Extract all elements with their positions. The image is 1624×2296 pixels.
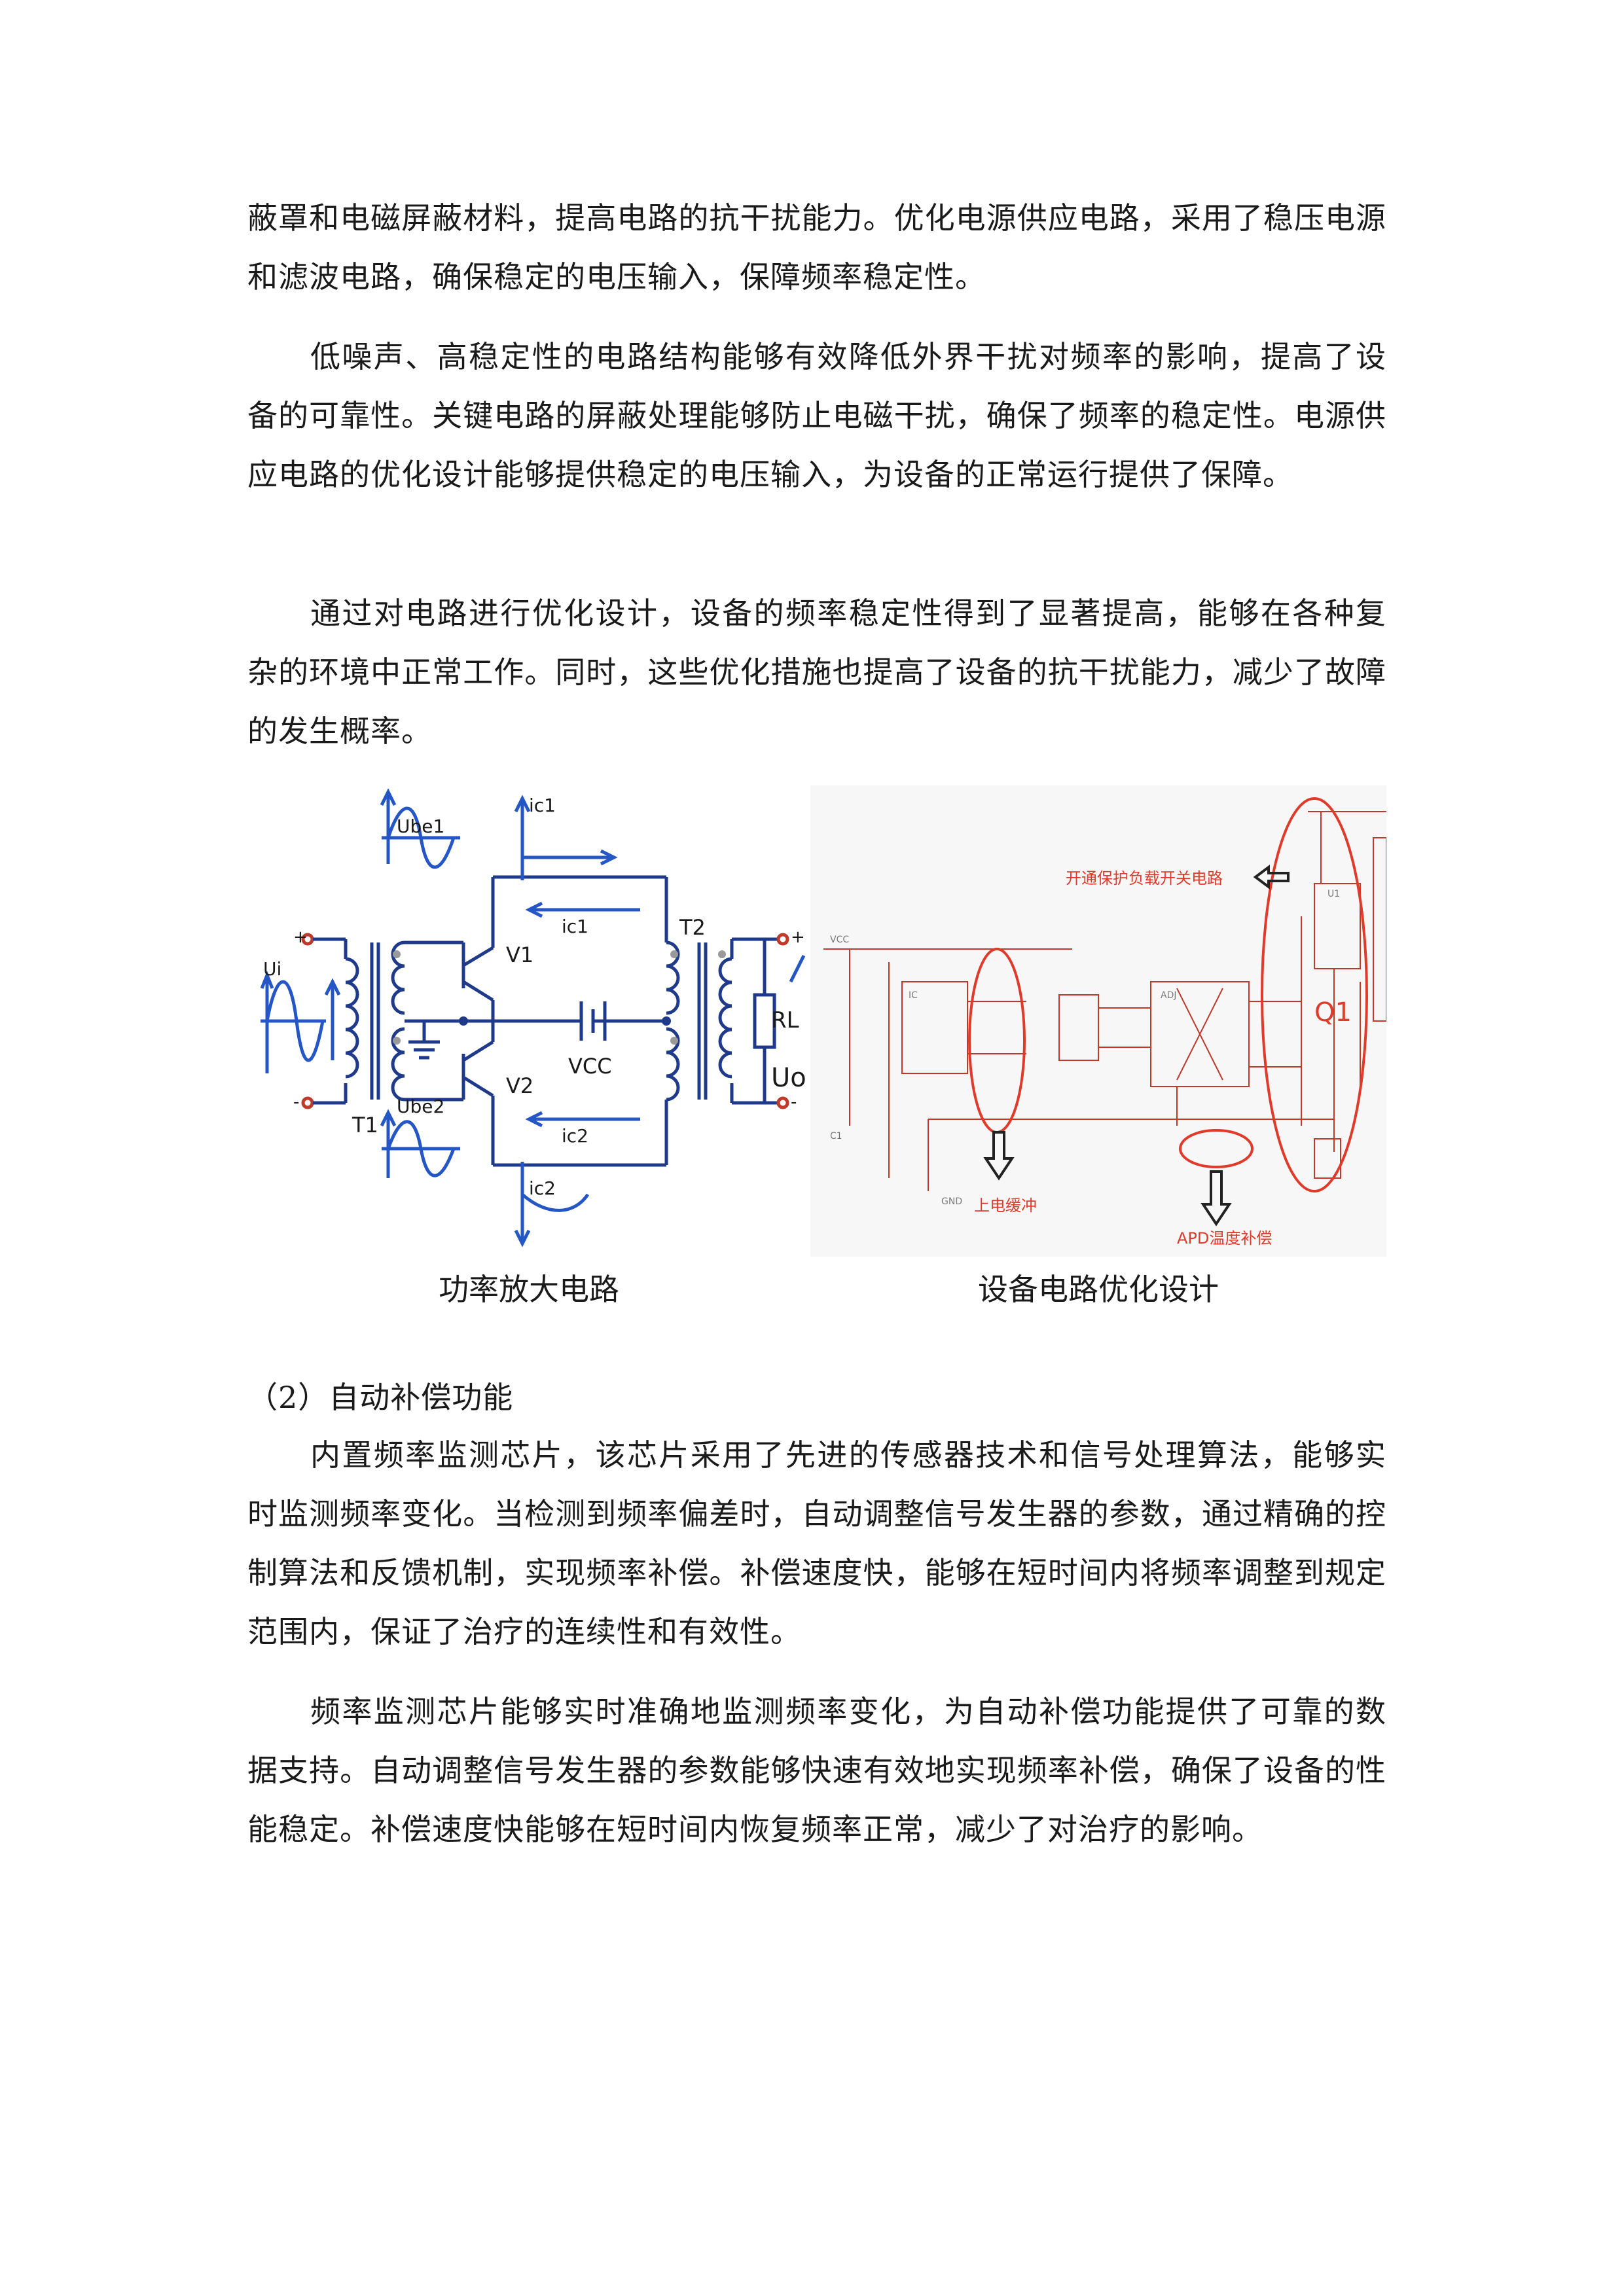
svg-text:U1: U1 xyxy=(1327,889,1340,899)
svg-text:-: - xyxy=(293,1092,299,1112)
label-uo: Uo xyxy=(771,1063,806,1093)
label-vcc: VCC xyxy=(568,1054,612,1079)
label-ui: Ui xyxy=(263,958,281,980)
label-ic1-top: ic1 xyxy=(529,795,556,816)
svg-text:-: - xyxy=(791,1092,797,1112)
paragraph-compensation-benefit: 频率监测芯片能够实时准确地监测频率变化，为自动补偿功能提供了可靠的数据支持。自动… xyxy=(247,1694,1386,1847)
paragraph-stability: 低噪声、高稳定性的电路结构能够有效降低外界干扰对频率的影响，提高了设备的可靠性。… xyxy=(247,339,1386,492)
label-t2: T2 xyxy=(679,915,706,940)
paragraph-shielding: 蔽罩和电磁屏蔽材料，提高电路的抗干扰能力。优化电源供应电路，采用了稳压电源和滤波… xyxy=(247,200,1386,295)
caption-circuit-optimization: 设备电路优化设计 xyxy=(978,1272,1219,1307)
label-ube2: Ube2 xyxy=(397,1096,444,1117)
label-ic1-mid: ic1 xyxy=(562,916,588,937)
label-ic2-mid: ic2 xyxy=(562,1125,588,1147)
label-t1: T1 xyxy=(352,1113,378,1138)
paragraph-optimization-result: 通过对电路进行优化设计，设备的频率稳定性得到了显著提高，能够在各种复杂的环境中正… xyxy=(247,596,1386,749)
label-v2: V2 xyxy=(506,1073,533,1098)
paragraph-frequency-chip: 内置频率监测芯片，该芯片采用了先进的传感器技术和信号处理算法，能够实时监测频率变… xyxy=(247,1437,1386,1649)
annotation-apd-compensation: APD温度补偿 xyxy=(1177,1229,1272,1247)
annotation-power-on-buffer: 上电缓冲 xyxy=(974,1196,1037,1215)
label-ube1: Ube1 xyxy=(397,816,444,837)
svg-text:ADJ: ADJ xyxy=(1161,990,1177,1001)
label-ic2-bottom: ic2 xyxy=(529,1177,556,1199)
annotation-protection-switch: 开通保护负载开关电路 xyxy=(1066,869,1223,888)
label-rl: RL xyxy=(771,1007,799,1033)
caption-power-amplifier: 功率放大电路 xyxy=(439,1272,619,1307)
circuit-figure: ic1 Ube1 ic1 T2 V1 Ui RL VCC Uo V2 T1 Ub… xyxy=(247,785,1387,1257)
label-q1: Q1 xyxy=(1314,997,1352,1028)
svg-text:C1: C1 xyxy=(830,1131,842,1141)
svg-text:VCC: VCC xyxy=(830,935,849,945)
svg-text:IC: IC xyxy=(909,990,918,1001)
svg-text:+: + xyxy=(791,927,805,947)
svg-text:GND: GND xyxy=(941,1196,962,1207)
section-heading-auto-compensation: （2）自动补偿功能 xyxy=(247,1380,514,1415)
device-circuit-optimization-diagram: VCC IC ADJ U1 C1 GND xyxy=(810,785,1387,1257)
power-amplifier-diagram: ic1 Ube1 ic1 T2 V1 Ui RL VCC Uo V2 T1 Ub… xyxy=(247,785,810,1257)
label-v1: V1 xyxy=(506,942,533,967)
svg-text:+: + xyxy=(293,927,308,947)
